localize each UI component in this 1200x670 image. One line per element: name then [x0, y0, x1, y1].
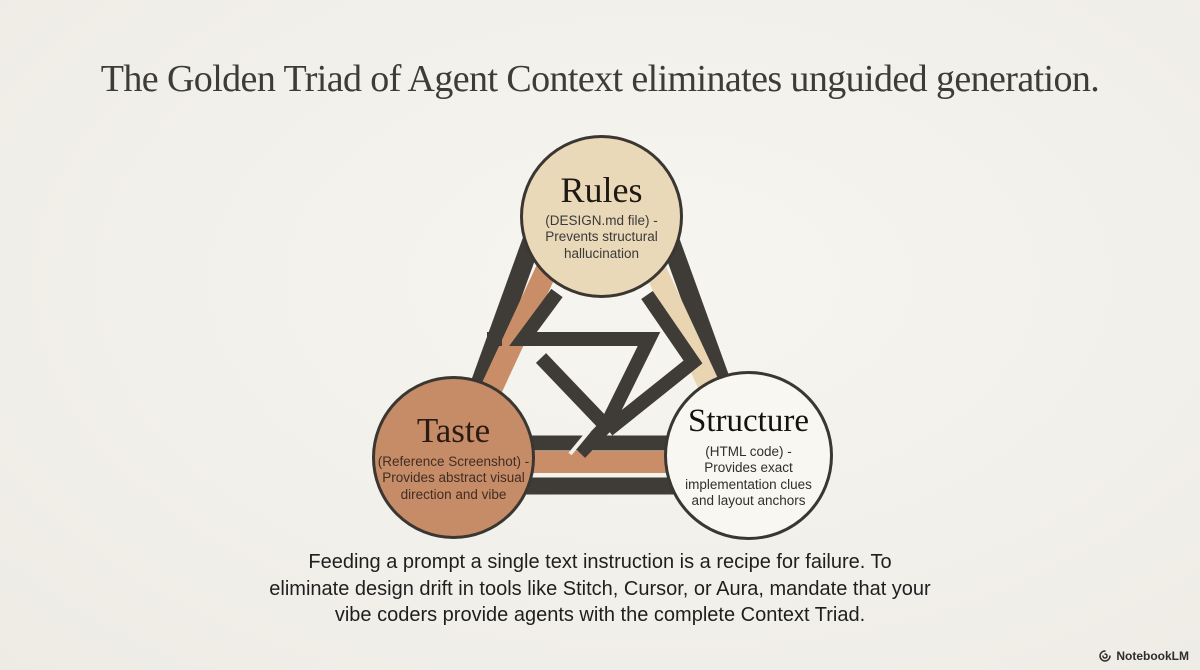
- node-taste-title: Taste: [416, 410, 491, 450]
- notebooklm-swirl-icon: [1099, 650, 1112, 662]
- node-structure-desc-line: and layout anchors: [691, 493, 806, 508]
- node-structure-desc: (HTML code) - Provides exact implementat…: [685, 444, 812, 510]
- notebooklm-label: NotebookLM: [1116, 649, 1189, 663]
- caption-line: Feeding a prompt a single text instructi…: [308, 551, 892, 573]
- caption-line: vibe coders provide agents with the comp…: [334, 604, 866, 626]
- node-taste-desc: (Reference Screenshot) - Provides abstra…: [378, 454, 530, 504]
- node-rules: Rules (DESIGN.md file) - Prevents struct…: [520, 135, 683, 298]
- knot-left-chevron: [535, 353, 616, 458]
- node-structure-title: Structure: [688, 402, 809, 439]
- node-rules-desc-line: hallucination: [563, 245, 640, 261]
- node-structure: Structure (HTML code) - Provides exact i…: [664, 371, 833, 540]
- node-structure-desc-line: implementation clues: [685, 476, 812, 492]
- node-structure-desc-line: (HTML code) -: [705, 443, 792, 459]
- node-rules-title: Rules: [560, 169, 643, 210]
- caption-line: eliminate design drift in tools like Sti…: [269, 577, 931, 600]
- node-taste-desc-line: (Reference Screenshot) -: [377, 453, 530, 469]
- node-taste: Taste (Reference Screenshot) - Provides …: [372, 376, 535, 539]
- node-taste-desc-line: Provides abstract visual: [382, 470, 525, 486]
- page-title: The Golden Triad of Agent Context elimin…: [100, 58, 1100, 100]
- node-rules-desc-line: Prevents structural: [545, 229, 658, 245]
- node-rules-desc: (DESIGN.md file) - Prevents structural h…: [545, 213, 658, 263]
- knot-notch: [568, 429, 591, 456]
- node-rules-desc-line: (DESIGN.md file) -: [545, 212, 658, 228]
- node-taste-desc-line: direction and vibe: [400, 486, 507, 502]
- notebooklm-watermark: NotebookLM: [1098, 649, 1189, 663]
- caption: Feeding a prompt a single text instructi…: [240, 549, 960, 629]
- knot-bar-piece: [509, 288, 661, 430]
- knot-right-piece: [603, 291, 703, 436]
- node-structure-desc-line: Provides exact: [704, 460, 793, 475]
